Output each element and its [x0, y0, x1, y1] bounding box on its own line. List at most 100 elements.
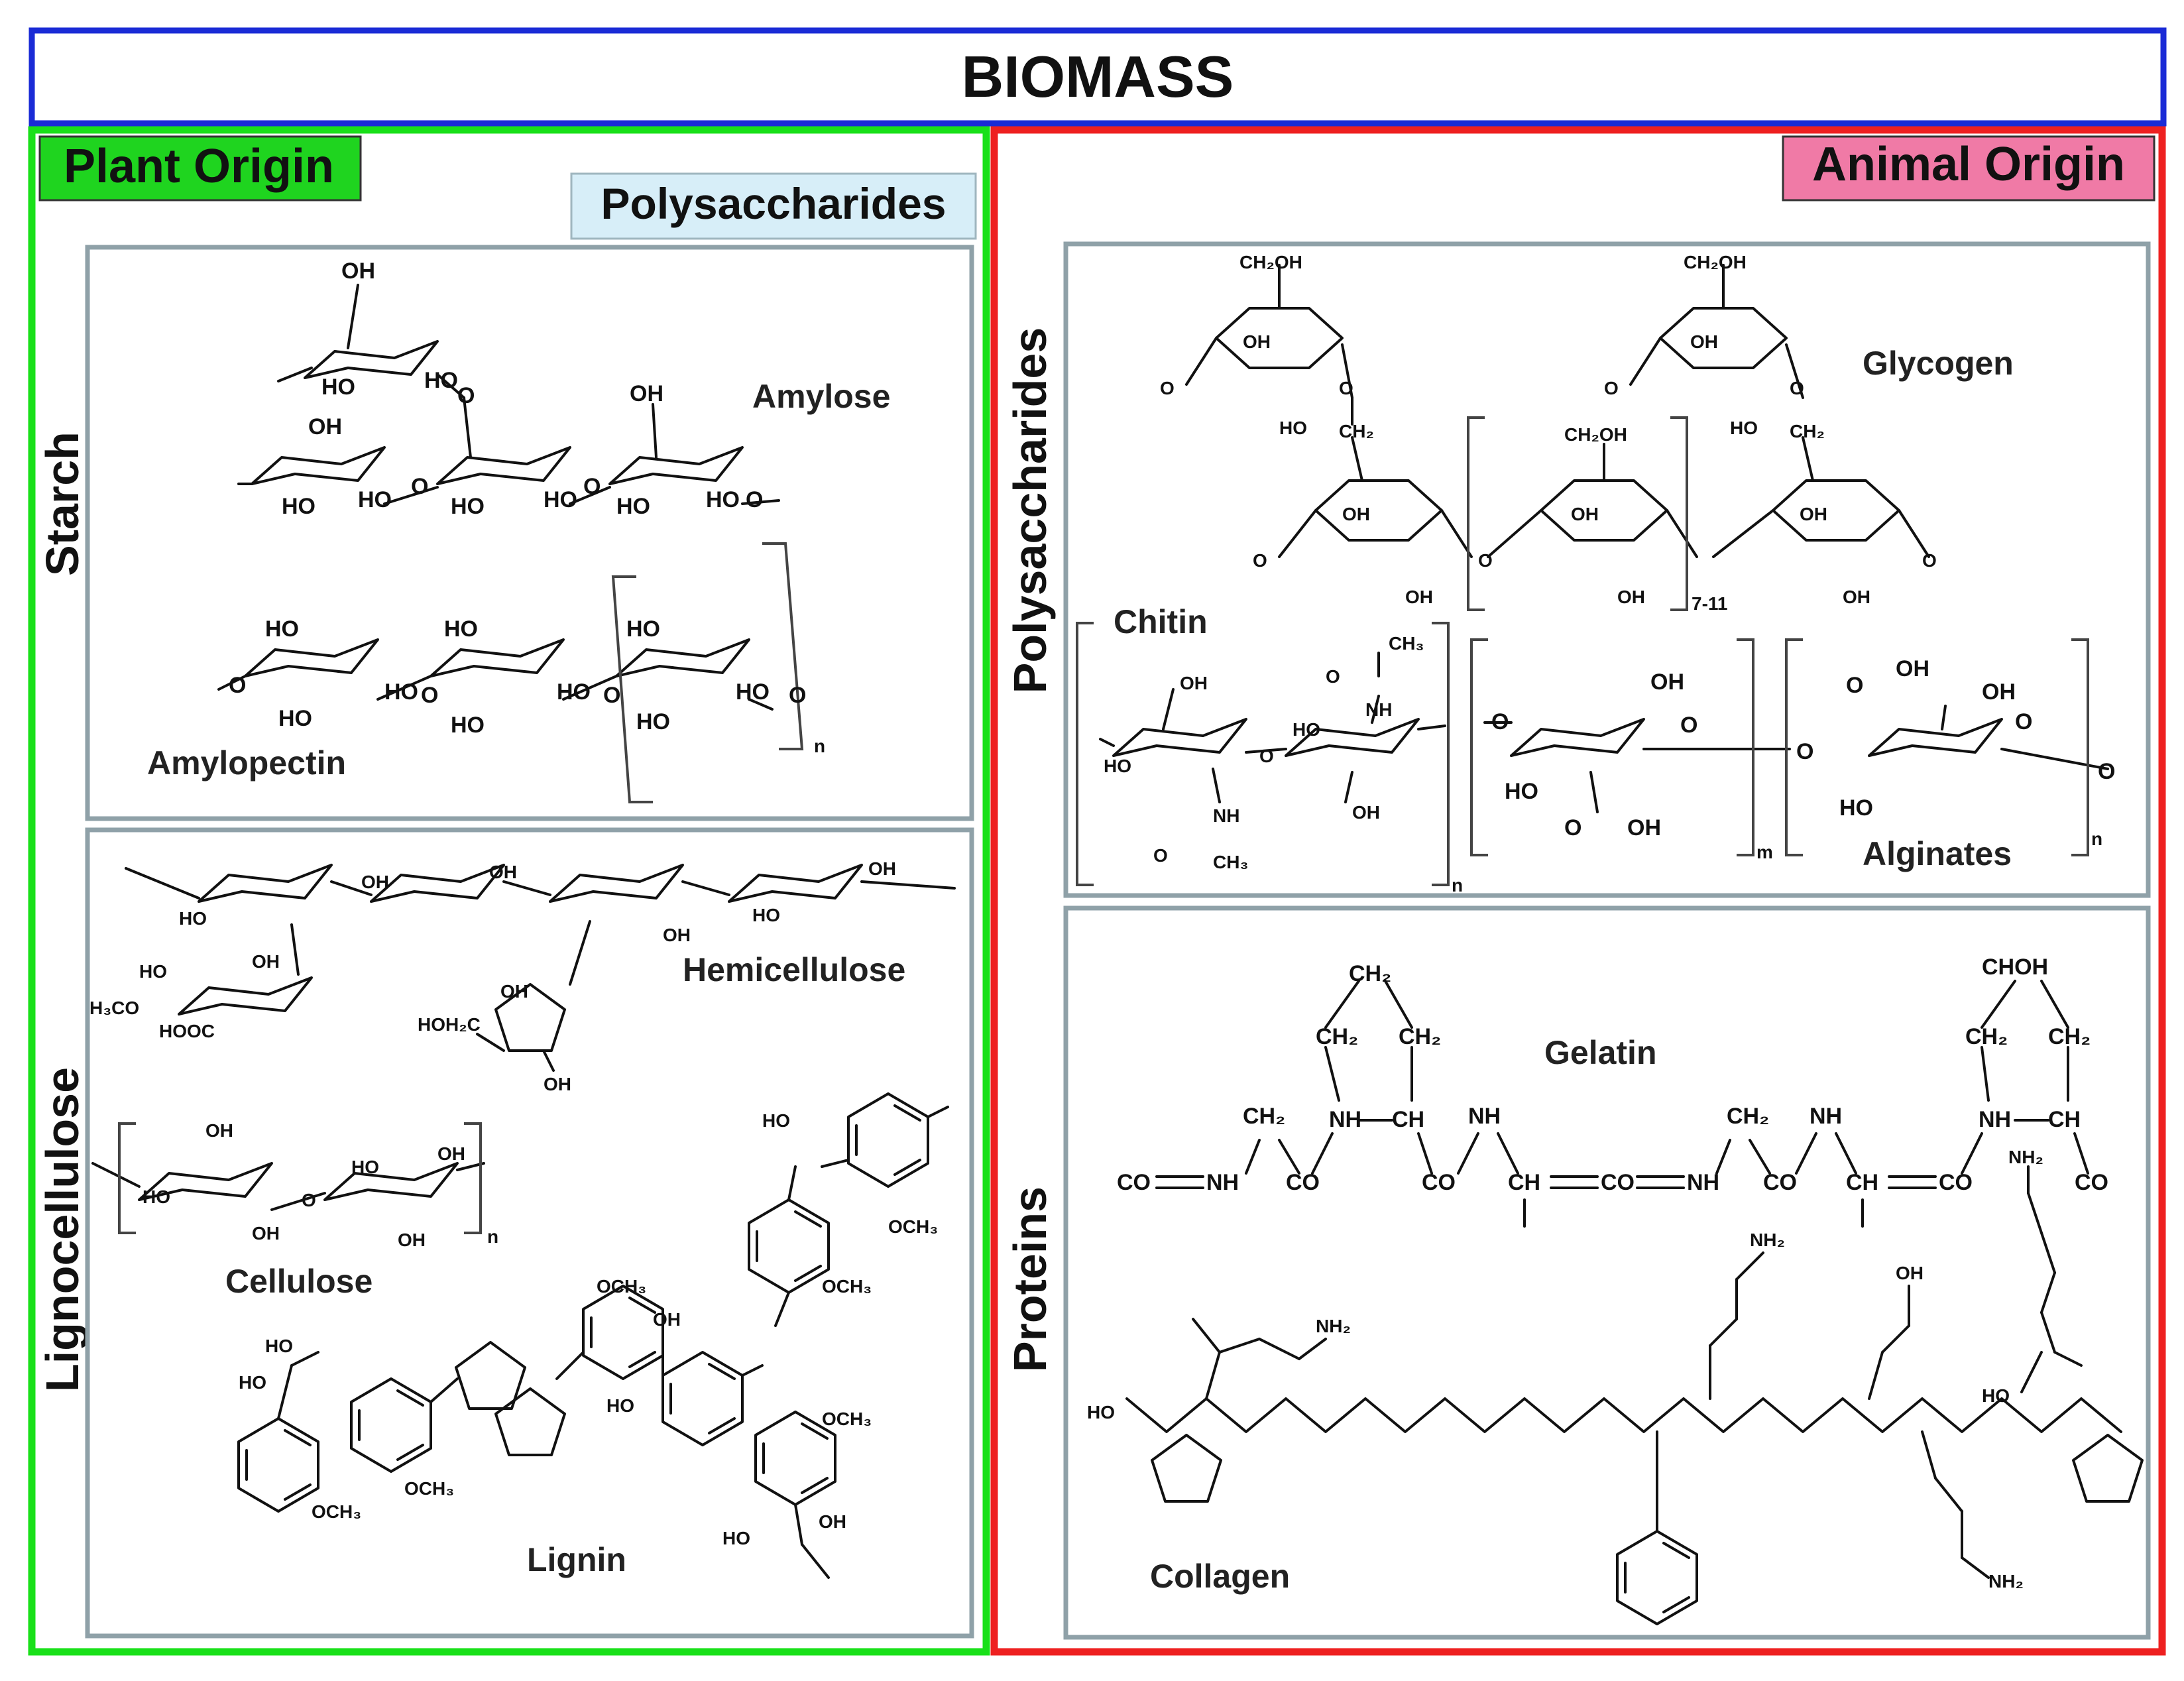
amylopectin-ho-7: HO: [626, 616, 660, 642]
animal-origin-section: Animal Origin Polysaccharides Proteins: [990, 126, 2166, 1656]
cellulose-oh-3: OH: [437, 1143, 465, 1164]
alg-oh-1: OH: [1650, 669, 1684, 695]
gelatin-co-3: CO: [1422, 1170, 1456, 1195]
biomass-frame: BIOMASS: [29, 27, 2167, 127]
cellulose-subscript-n: n: [487, 1226, 498, 1247]
gelatin-nh-4: NH: [1810, 1104, 1842, 1129]
proteins-panel: CH₂ CH₂ CH₂ NH CH CH₂ NH CO NH CO CO CH …: [1063, 905, 2151, 1640]
hemi-h3co: H₃CO: [89, 998, 139, 1018]
amylose-o-1: O: [457, 383, 475, 408]
animal-origin-tag: [1782, 135, 2155, 202]
lignin-och3-4: OCH₃: [822, 1276, 872, 1297]
glycogen-o-5: O: [1253, 550, 1267, 571]
amylose-structure: OH HO HO O OH HO HO O HO HO O OH HO HO O…: [237, 259, 890, 519]
gelatin-label: Gelatin: [1544, 1034, 1656, 1071]
amylose-ho-5: HO: [451, 494, 485, 519]
alg-oh-3: OH: [1896, 656, 1929, 681]
amylopectin-ho-9: HO: [736, 679, 770, 705]
glycogen-ch2-2: CH₂: [1790, 421, 1825, 441]
amylose-oh-1: OH: [341, 259, 375, 284]
lignin-och3-1: OCH₃: [404, 1478, 454, 1499]
glycogen-o-6: O: [1478, 550, 1493, 571]
alg-o-1: O: [1491, 709, 1509, 734]
gelatin-ch-1: CH: [1392, 1107, 1424, 1132]
collagen-structure: HO NH₂ NH₂ OH NH₂ NH₂ HO Collagen: [1087, 1147, 2144, 1625]
gelatin-ch2-1: CH₂: [1349, 961, 1391, 986]
hemi-hooc: HOOC: [159, 1021, 215, 1041]
amylopectin-ho-6: HO: [557, 679, 591, 705]
amylose-o-3: O: [583, 474, 601, 499]
chitin-oh-1: OH: [1180, 673, 1208, 693]
gelatin-structure: CH₂ CH₂ CH₂ NH CH CH₂ NH CO NH CO CO CH …: [1117, 955, 2108, 1228]
cellulose-oh-4: OH: [398, 1230, 426, 1250]
cellulose-oh-1: OH: [205, 1120, 233, 1141]
amylopectin-o-1: O: [229, 673, 246, 698]
starch-panel: OH HO HO O OH HO HO O HO HO O OH HO HO O…: [85, 245, 974, 821]
alg-o-2: O: [1680, 713, 1697, 738]
chitin-ch3-2: CH₃: [1389, 633, 1424, 654]
alg-ho-2: HO: [1839, 795, 1873, 821]
lignin-ho-5: HO: [722, 1528, 750, 1548]
alg-o-6: O: [2015, 709, 2032, 734]
glycogen-oh-3: OH: [1342, 504, 1370, 524]
hemicellulose-label: Hemicellulose: [683, 951, 905, 988]
lignin-och3-6: OCH₃: [822, 1409, 872, 1429]
glycogen-oh-8: OH: [1843, 587, 1870, 607]
collagen-ho-1: HO: [1087, 1402, 1115, 1422]
alg-ho-1: HO: [1505, 779, 1538, 804]
hemi-oh-2: OH: [489, 862, 517, 882]
amylopectin-subscript-n: n: [814, 736, 825, 756]
collagen-nh2-4: NH₂: [2008, 1147, 2043, 1167]
glycogen-oh-5: OH: [1800, 504, 1827, 524]
gelatin-co-6: CO: [1939, 1170, 1973, 1195]
chitin-o-1: O: [1153, 845, 1168, 866]
chitin-o-3: O: [1326, 666, 1340, 687]
lignin-ho-1: HO: [265, 1336, 293, 1356]
gelatin-ch2-6: CH₂: [1965, 1024, 2008, 1049]
amylose-ho-2: HO: [424, 368, 458, 393]
collagen-oh-1: OH: [1896, 1263, 1924, 1283]
glycogen-ch2oh-1: CH₂OH: [1239, 252, 1302, 272]
plant-origin-section: Plant Origin Polysaccharides Starch Lign…: [28, 126, 990, 1656]
biomass-title: BIOMASS: [962, 44, 1234, 109]
cellulose-ho-2: HO: [351, 1157, 379, 1177]
gelatin-ch2-7: CH₂: [2048, 1024, 2091, 1049]
gelatin-choh: CHOH: [1982, 955, 2048, 980]
hemi-oh-1: OH: [361, 872, 389, 892]
glycogen-ho-2: HO: [1730, 418, 1758, 438]
amylose-ho-6: HO: [544, 487, 577, 512]
gelatin-nh-3: NH: [1687, 1170, 1719, 1195]
lignin-oh-1: OH: [653, 1309, 681, 1330]
plant-polysaccharides-label: Polysaccharides: [601, 179, 947, 228]
lignin-och3-2: OCH₃: [312, 1501, 361, 1522]
amylose-ho-4: HO: [358, 487, 392, 512]
hemi-ho-1: HO: [179, 908, 207, 929]
chitin-nh-2: NH: [1365, 699, 1392, 720]
proteins-side-label: Proteins: [1004, 1187, 1056, 1372]
glycogen-oh-6: OH: [1405, 587, 1433, 607]
collagen-nh2-1: NH₂: [1316, 1316, 1351, 1336]
glycogen-ho-1: HO: [1279, 418, 1307, 438]
amylose-ho-1: HO: [321, 375, 355, 400]
alginates-label: Alginates: [1863, 835, 2012, 872]
gelatin-co-7: CO: [2075, 1170, 2108, 1195]
alg-subscript-n: n: [2091, 829, 2102, 849]
glycogen-oh-1: OH: [1243, 331, 1271, 352]
hemi-oh-7: OH: [544, 1074, 571, 1094]
amylopectin-ho-4: HO: [444, 616, 478, 642]
chitin-nh-1: NH: [1213, 805, 1239, 826]
glycogen-o-4: O: [1790, 378, 1804, 398]
gelatin-co-2: CO: [1286, 1170, 1320, 1195]
gelatin-nh-1: NH: [1468, 1104, 1501, 1129]
amylopectin-structure: HO HO HO O HO HO HO O HO HO HO O O n Amy…: [147, 542, 825, 803]
amylose-o-4: O: [746, 487, 763, 512]
amylopectin-ho-2: HO: [278, 706, 312, 731]
amylose-oh-2: OH: [308, 414, 342, 439]
lignin-och3-3: OCH₃: [597, 1276, 646, 1297]
amylopectin-ho-5: HO: [451, 713, 485, 738]
lignin-structure: HO HO OCH₃ OCH₃ OCH₃ OH HO OCH₃ OCH₃ HO …: [237, 1092, 949, 1579]
chitin-structure: OH HO NH O CH₃ O HO NH O CH₃ OH n Chitin: [1076, 603, 1463, 896]
gelatin-co-5: CO: [1763, 1170, 1797, 1195]
alg-oh-4: OH: [1982, 679, 2016, 705]
